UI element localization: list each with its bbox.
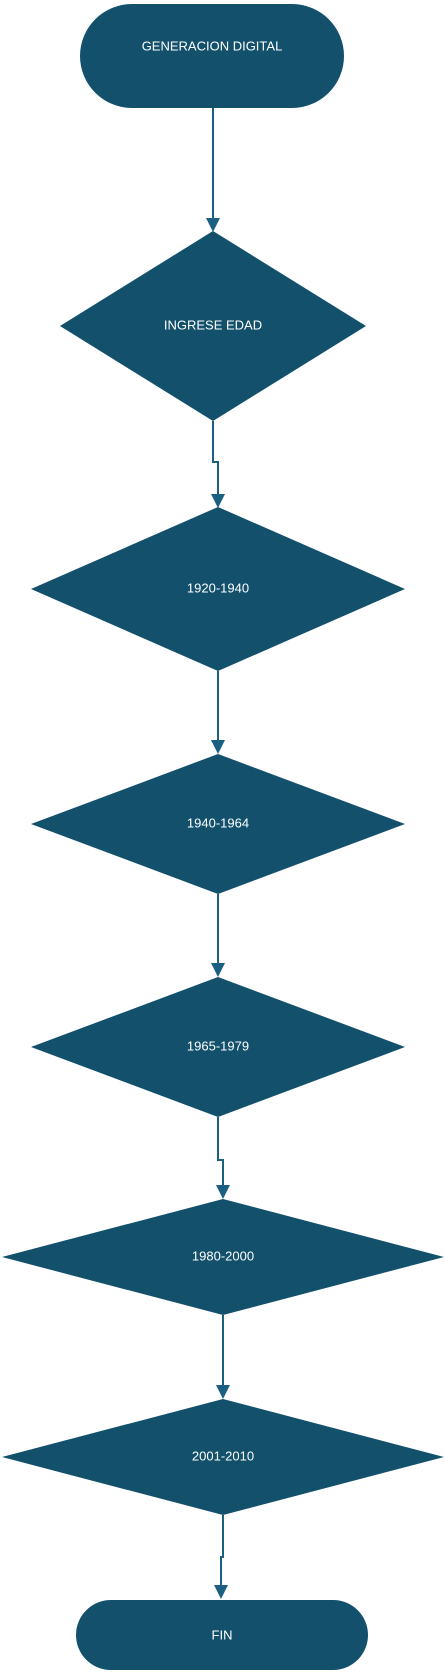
connectors — [206, 108, 230, 1599]
arrowhead-2001-2010 — [216, 1385, 230, 1399]
arrowhead-1965-1979 — [211, 963, 225, 977]
decision-range-1980-2000: 1980-2000 — [2, 1199, 444, 1315]
arrowhead-end — [214, 1585, 228, 1599]
decision-range-1920-1940: 1920-1940 — [31, 507, 405, 671]
decision-range-2001-2010-label: 2001-2010 — [192, 1448, 254, 1463]
arrowhead-input — [206, 218, 220, 232]
start-terminator: GENERACION DIGITAL — [80, 4, 344, 108]
arrowhead-1980-2000 — [216, 1185, 230, 1199]
decision-range-1965-1979-label: 1965-1979 — [187, 1038, 249, 1053]
decision-range-1940-1964-label: 1940-1964 — [187, 815, 249, 830]
start-label: GENERACION DIGITAL — [142, 38, 283, 53]
arrowhead-1920-1940 — [211, 494, 225, 508]
end-label: FIN — [212, 1627, 233, 1642]
decision-input-age-label: INGRESE EDAD — [164, 317, 262, 332]
end-terminator: FIN — [76, 1600, 368, 1670]
decision-range-1980-2000-label: 1980-2000 — [192, 1248, 254, 1263]
decision-range-1940-1964: 1940-1964 — [31, 754, 405, 894]
arrowhead-1940-1964 — [211, 740, 225, 754]
connector-input-to-1920-1940 — [212, 421, 219, 494]
decision-range-1920-1940-label: 1920-1940 — [187, 580, 249, 595]
connector-1965-1979-to-1980-2000 — [217, 1117, 224, 1186]
decision-input-age: INGRESE EDAD — [60, 231, 366, 421]
connector-2001-2010-to-end — [220, 1515, 224, 1586]
decision-range-1965-1979: 1965-1979 — [31, 977, 405, 1117]
decision-range-2001-2010: 2001-2010 — [2, 1399, 444, 1515]
